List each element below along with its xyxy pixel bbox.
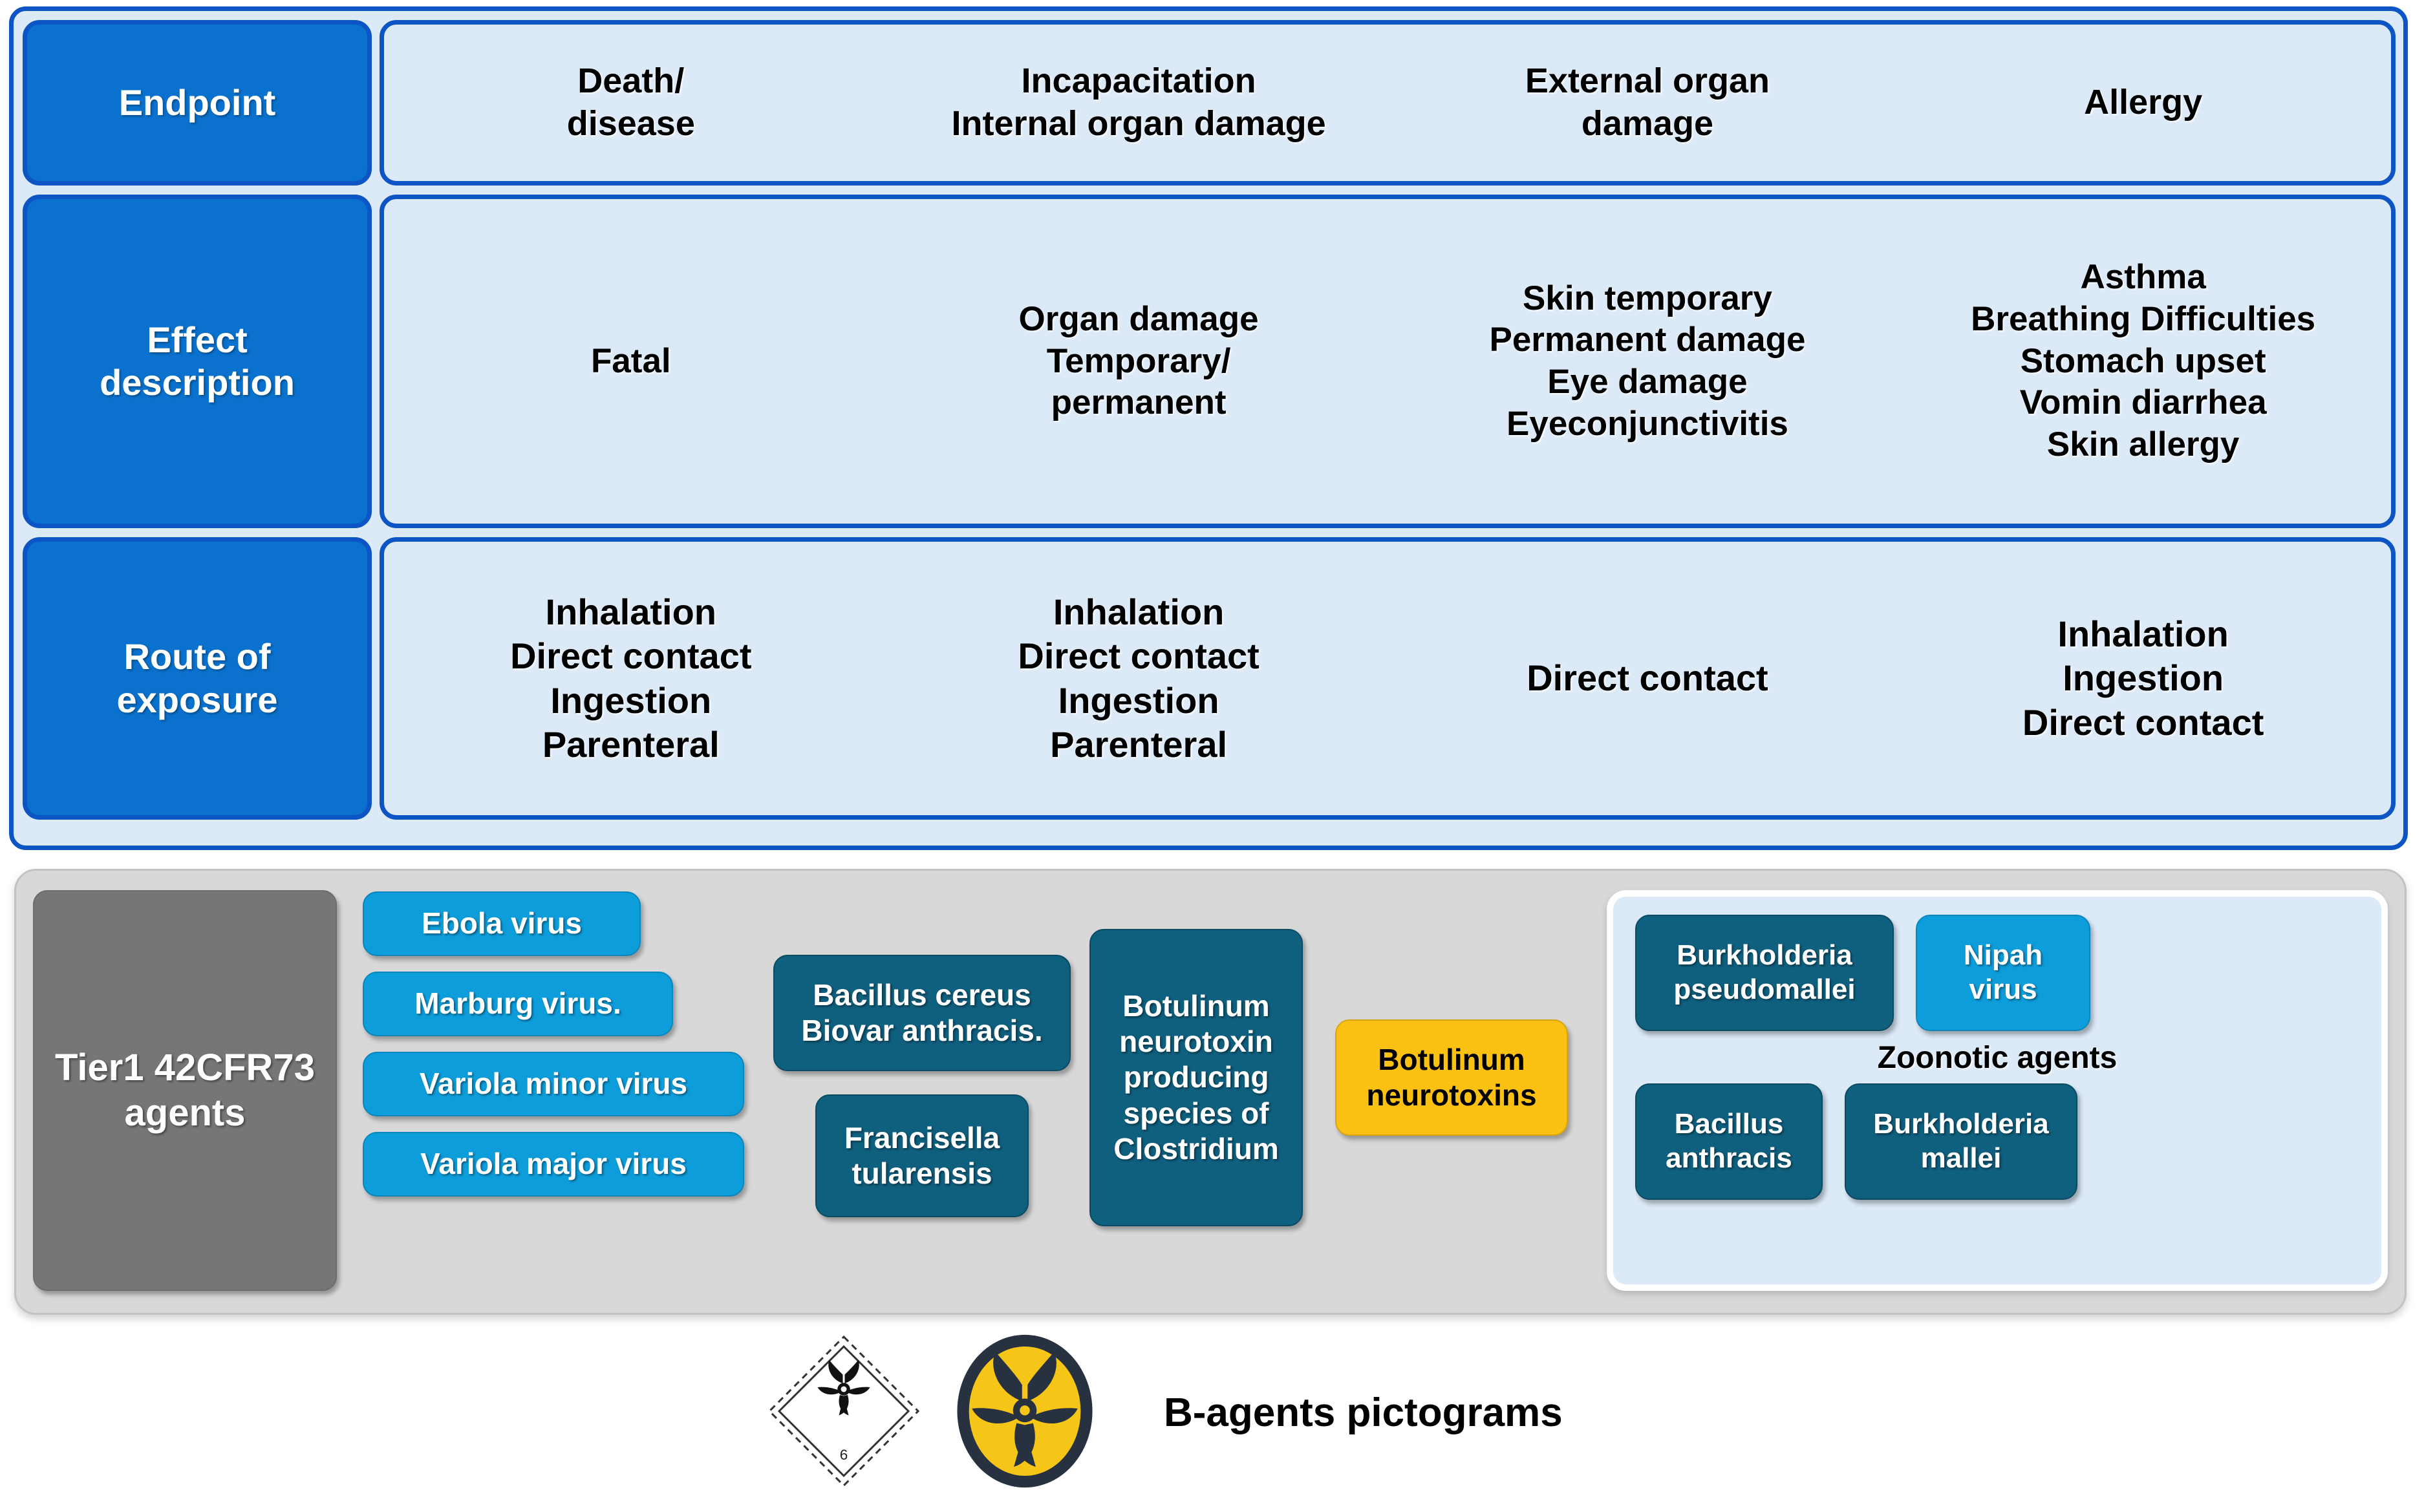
agent-pill-francisella-tularensis[interactable]: Francisella tularensis <box>815 1094 1029 1217</box>
cell-effect-organ-damage: Organ damage Temporary/ permanent <box>1018 300 1259 422</box>
cell-endpoint-allergy: Allergy <box>2084 83 2203 122</box>
tier1-agent-panel: Tier1 42CFR73 agents Ebola virus Marburg… <box>14 869 2407 1315</box>
matrix-row-effect-description: Effect description Fatal Organ damage Te… <box>23 195 2396 528</box>
cell-route-incapacitation: Inhalation Direct contact Ingestion Pare… <box>1018 591 1260 765</box>
agent-pill-bacillus-anthracis[interactable]: Bacillus anthracis <box>1635 1083 1823 1200</box>
cell-effect-skin-eye: Skin temporary Permanent damage Eye dama… <box>1489 279 1806 443</box>
row-cells-endpoint: Death/ disease Incapacitation Internal o… <box>380 20 2396 186</box>
row-label-route-of-exposure: Route of exposure <box>23 537 372 820</box>
row-cells-route-of-exposure: Inhalation Direct contact Ingestion Pare… <box>380 537 2396 820</box>
row-label-effect-description: Effect description <box>23 195 372 528</box>
cell-effect-allergy: Asthma Breathing Difficulties Stomach up… <box>1971 258 2316 463</box>
tier1-label-box: Tier1 42CFR73 agents <box>33 890 337 1291</box>
agent-pill-variola-major-virus[interactable]: Variola major virus <box>363 1132 744 1197</box>
virus-agent-column: Ebola virus Marburg virus. Variola minor… <box>363 890 751 1197</box>
row-label-endpoint: Endpoint <box>23 20 372 186</box>
matrix-row-endpoint: Endpoint Death/ disease Incapacitation I… <box>23 20 2396 186</box>
pictogram-row: 6 B-agents pictograms <box>763 1325 1733 1500</box>
hazard-matrix: Endpoint Death/ disease Incapacitation I… <box>9 6 2408 850</box>
agent-pill-variola-minor-virus[interactable]: Variola minor virus <box>363 1052 744 1116</box>
cell-route-allergy: Inhalation Ingestion Direct contact <box>2022 613 2264 743</box>
agent-pill-burkholderia-mallei[interactable]: Burkholderia mallei <box>1845 1083 2077 1200</box>
cell-effect-fatal: Fatal <box>590 341 671 380</box>
cell-endpoint-external-organ: External organ damage <box>1525 61 1770 143</box>
cell-route-death: Inhalation Direct contact Ingestion Pare… <box>510 591 752 765</box>
cell-endpoint-death: Death/ disease <box>566 61 695 143</box>
agent-pill-botulinum-neurotoxin-clostridium[interactable]: Botulinum neurotoxin producing species o… <box>1089 929 1303 1226</box>
bacteria-agent-column: Bacillus cereus Biovar anthracis. Franci… <box>770 890 1074 1217</box>
agent-pill-marburg-virus[interactable]: Marburg virus. <box>363 972 673 1036</box>
pictogram-caption: B-agents pictograms <box>1164 1390 1563 1435</box>
placard-class-number: 6 <box>840 1447 848 1463</box>
zoonotic-row-bottom: Bacillus anthracis Burkholderia mallei <box>1635 1083 2359 1200</box>
biohazard-yellow-circle-icon <box>950 1330 1099 1495</box>
agent-pill-botulinum-neurotoxins[interactable]: Botulinum neurotoxins <box>1335 1019 1568 1136</box>
row-cells-effect-description: Fatal Organ damage Temporary/ permanent … <box>380 195 2396 528</box>
zoonotic-agents-label: Zoonotic agents <box>1877 1041 2118 1075</box>
zoonotic-agents-group: Burkholderia pseudomallei Nipah virus Zo… <box>1607 890 2388 1291</box>
zoonotic-row-top: Burkholderia pseudomallei Nipah virus <box>1635 915 2359 1031</box>
agent-pill-ebola-virus[interactable]: Ebola virus <box>363 891 641 956</box>
agent-pill-nipah-virus[interactable]: Nipah virus <box>1916 915 2090 1031</box>
cell-endpoint-incapacitation: Incapacitation Internal organ damage <box>951 61 1326 143</box>
agent-pill-bacillus-cereus-biovar-anthracis[interactable]: Bacillus cereus Biovar anthracis. <box>773 955 1071 1071</box>
matrix-row-route-of-exposure: Route of exposure Inhalation Direct cont… <box>23 537 2396 820</box>
cell-route-external-organ: Direct contact <box>1527 657 1768 699</box>
biohazard-diamond-placard-icon: 6 <box>763 1330 925 1495</box>
agent-pill-burkholderia-pseudomallei[interactable]: Burkholderia pseudomallei <box>1635 915 1894 1031</box>
